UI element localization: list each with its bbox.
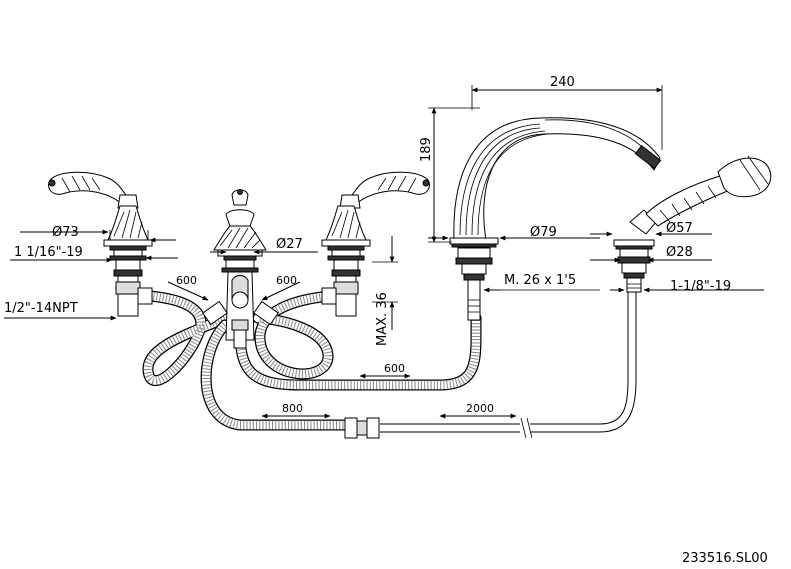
dim-m-26: M. 26 x 1'5 [504, 273, 576, 288]
hose-center-to-connector [200, 319, 351, 431]
left-valve [48, 171, 153, 317]
hose-right-loop [252, 290, 336, 380]
dim-diameter-79: Ø79 [530, 225, 557, 240]
right-valve [321, 171, 430, 317]
dim-hose-600-left: 600 [176, 274, 197, 287]
dim-diameter-28: Ø28 [666, 245, 693, 260]
dim-max-36: MAX. 36 [375, 292, 390, 346]
dim-hose-600-bottom: 600 [384, 362, 405, 375]
dim-diameter-57: Ø57 [666, 221, 693, 236]
dim-diameter-73: Ø73 [52, 225, 79, 240]
dim-thread-half-npt: 1/2"-14NPT [4, 301, 78, 316]
shower-hose [380, 290, 637, 439]
dim-thread-1-1-16: 1 1/16"-19 [14, 245, 83, 260]
dim-diameter-27: Ø27 [276, 237, 303, 252]
spout [449, 117, 662, 321]
center-diverter [202, 189, 279, 349]
reference-code: 233516.SL00 [682, 551, 768, 566]
dimension-labels: 240 189 Ø73 1 1/16"-19 Ø27 Ø79 Ø57 Ø28 1… [4, 75, 768, 566]
dim-hose-2000: 2000 [466, 402, 494, 415]
dimension-lines [4, 85, 764, 419]
dim-240: 240 [550, 75, 575, 90]
hose-left-loop [142, 290, 231, 386]
hand-shower [613, 155, 772, 293]
dim-thread-1-1-8: 1-1/8"-19 [670, 279, 731, 294]
dim-hose-600-right: 600 [276, 274, 297, 287]
hose-connector [344, 417, 380, 439]
hose-group [142, 290, 637, 439]
dim-189: 189 [419, 137, 434, 162]
hose-center-to-spout [234, 312, 482, 391]
dim-hose-800: 800 [282, 402, 303, 415]
